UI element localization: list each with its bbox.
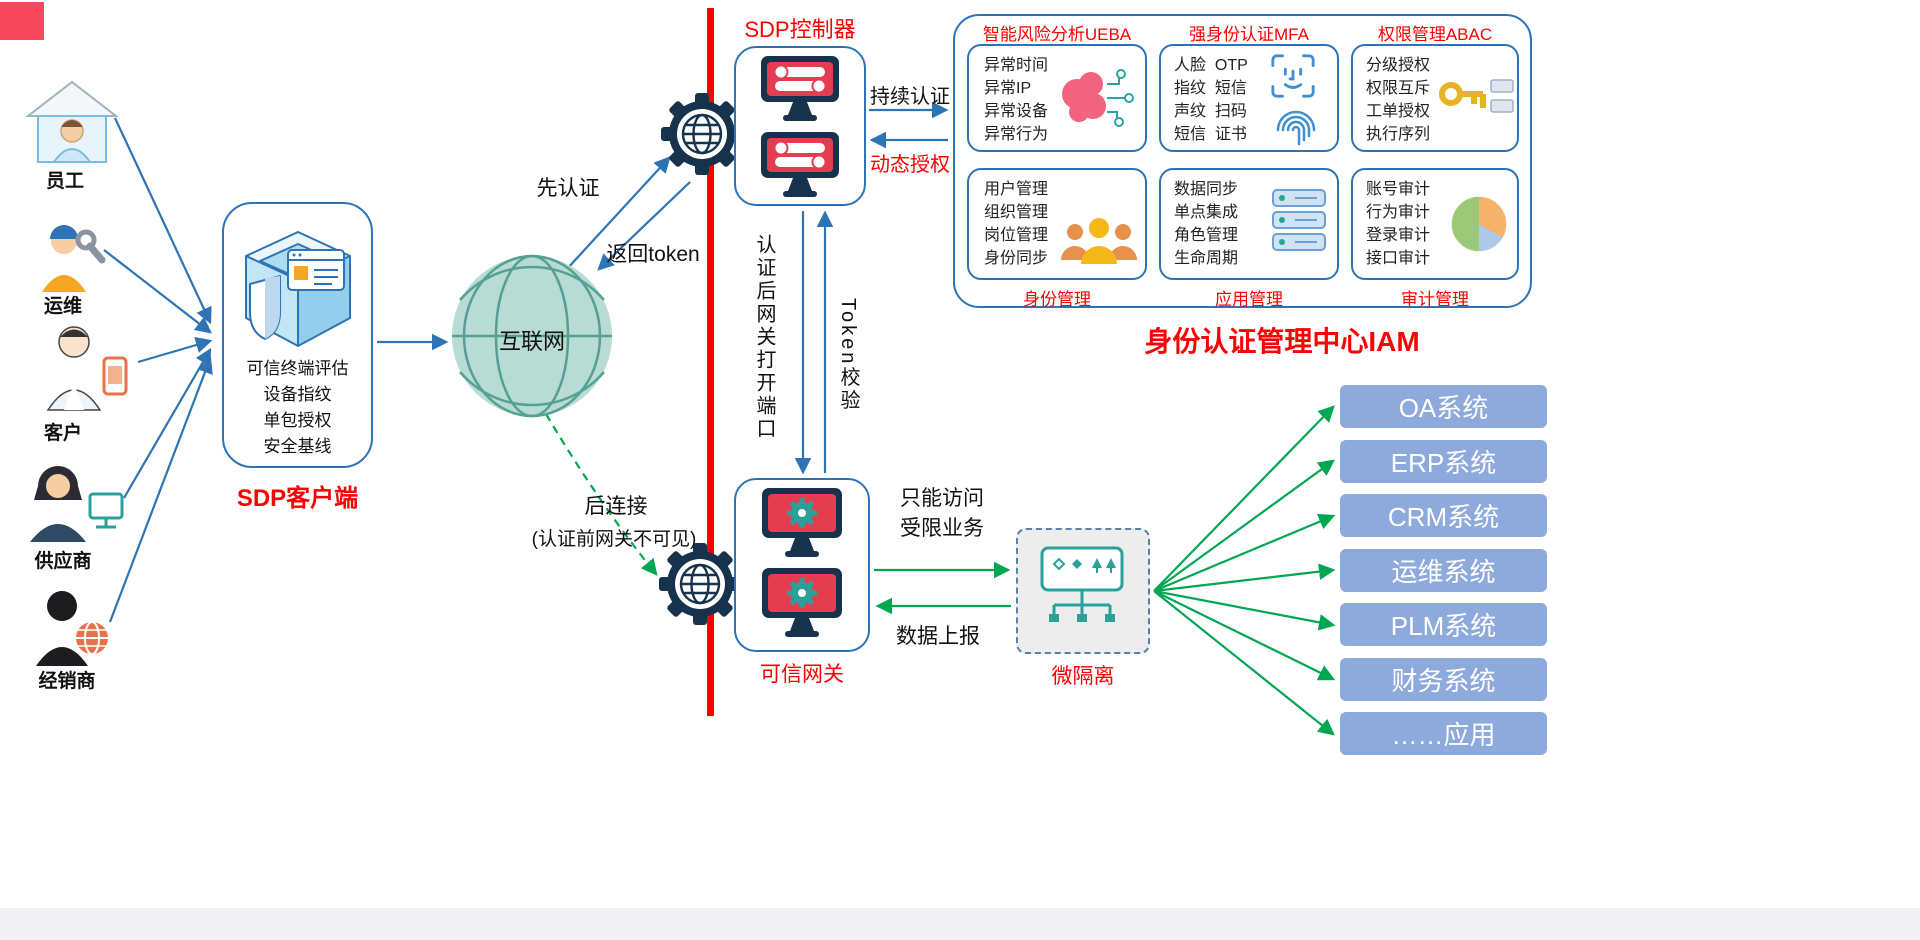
token-check-label: Token校验 bbox=[837, 298, 859, 413]
open-port-label: 认证后网关打开端口 bbox=[753, 234, 775, 441]
system-box-more-apps: ……应用 bbox=[1340, 712, 1547, 755]
restricted-access-label-1: 只能访问 bbox=[900, 487, 984, 510]
connect-later-label: 后连接 bbox=[584, 495, 648, 518]
system-box-finance: 财务系统 bbox=[1340, 658, 1547, 701]
brand-square bbox=[0, 2, 44, 40]
iam-module-mfa: 人脸 OTP 指纹 短信 声纹 扫码 短信 证书 bbox=[1159, 44, 1339, 152]
key-icon bbox=[1439, 79, 1514, 113]
module-item: 异常行为 bbox=[984, 126, 1049, 143]
module-item: 身份同步 bbox=[984, 250, 1049, 267]
internet-globe-icon bbox=[452, 254, 612, 418]
gateway-gear-globe-icon-bottom bbox=[659, 543, 741, 625]
iam-caption-app: 应用管理 bbox=[1215, 290, 1283, 309]
iam-title: 身份认证管理中心IAM bbox=[1144, 326, 1420, 357]
module-item: 角色管理 bbox=[1174, 227, 1239, 244]
employee-house-icon bbox=[26, 80, 118, 163]
gateway-gear-globe-icon-top bbox=[661, 93, 743, 175]
system-box-erp: ERP系统 bbox=[1340, 440, 1547, 483]
module-item: 登录审计 bbox=[1366, 227, 1431, 244]
gateway-monitor-gear-icon bbox=[762, 488, 842, 557]
module-item: 异常IP bbox=[984, 80, 1032, 97]
brain-circuit-icon bbox=[1062, 69, 1134, 127]
microseg-label: 微隔离 bbox=[1051, 665, 1115, 688]
trusted-gateway-label: 可信网关 bbox=[760, 663, 844, 686]
module-item: 生命周期 bbox=[1174, 250, 1239, 267]
system-box-crm: CRM系统 bbox=[1340, 494, 1547, 537]
iam-module-identity: 用户管理 组织管理 岗位管理 身份同步 bbox=[967, 168, 1147, 280]
sdp-client-features: 可信终端评估 设备指纹 单包授权 安全基线 bbox=[222, 356, 373, 460]
iam-module-abac: 分级授权 权限互斥 工单授权 执行序列 bbox=[1351, 44, 1519, 152]
customer-phone-icon bbox=[46, 326, 128, 411]
iam-caption-identity: 身份管理 bbox=[1023, 290, 1091, 309]
module-item: 用户管理 bbox=[984, 181, 1049, 198]
module-item: 行为审计 bbox=[1366, 204, 1431, 221]
iam-module-app: 数据同步 单点集成 角色管理 生命周期 bbox=[1159, 168, 1339, 280]
module-item: 组织管理 bbox=[984, 204, 1049, 221]
dynamic-auth-label: 动态授权 bbox=[870, 154, 950, 176]
user-label-supplier: 供应商 bbox=[34, 551, 92, 572]
connect-later-note: (认证前网关不可见) bbox=[531, 529, 697, 550]
gateway-monitor-gear-icon bbox=[762, 568, 842, 637]
client-feature: 单包授权 bbox=[263, 411, 332, 430]
iam-module-audit: 账号审计 行为审计 登录审计 接口审计 bbox=[1351, 168, 1519, 280]
auth-first-label: 先认证 bbox=[536, 177, 600, 200]
controller-server-icon bbox=[761, 132, 839, 197]
module-item: 异常设备 bbox=[984, 103, 1049, 120]
iam-caption-audit: 审计管理 bbox=[1401, 290, 1469, 309]
supplier-icon bbox=[30, 466, 124, 542]
module-item: 指纹 短信 bbox=[1174, 80, 1247, 97]
fingerprint-icon bbox=[1276, 110, 1316, 146]
user-label-distributor: 经销商 bbox=[38, 671, 96, 692]
module-item: 账号审计 bbox=[1366, 181, 1431, 198]
controller-server-icon bbox=[761, 56, 839, 121]
pie-chart-icon bbox=[1450, 195, 1508, 253]
microseg-network-icon bbox=[1040, 546, 1124, 622]
return-token-label: 返回token bbox=[606, 243, 700, 266]
face-id-icon bbox=[1271, 54, 1315, 98]
client-feature: 安全基线 bbox=[263, 437, 332, 456]
restricted-access-label-2: 受限业务 bbox=[900, 517, 984, 540]
module-item: 声纹 扫码 bbox=[1174, 103, 1247, 120]
iam-module-title-ueba: 智能风险分析UEBA bbox=[982, 25, 1132, 44]
user-label-customer: 客户 bbox=[43, 423, 82, 444]
client-feature: 可信终端评估 bbox=[246, 359, 349, 378]
module-item: 短信 证书 bbox=[1174, 126, 1247, 143]
sdp-client-label: SDP客户端 bbox=[236, 485, 359, 512]
iam-module-title-mfa: 强身份认证MFA bbox=[1189, 25, 1309, 44]
people-icon bbox=[1061, 218, 1137, 264]
user-label-ops: 运维 bbox=[43, 296, 82, 317]
module-item: 工单授权 bbox=[1366, 103, 1431, 120]
ops-worker-icon bbox=[42, 225, 106, 292]
iam-module-ueba: 异常时间 异常IP 异常设备 异常行为 bbox=[967, 44, 1147, 152]
data-report-label: 数据上报 bbox=[896, 625, 980, 648]
perimeter-red-line bbox=[707, 8, 714, 716]
module-item: 分级授权 bbox=[1366, 57, 1431, 74]
user-label-employee: 员工 bbox=[45, 171, 84, 192]
iam-module-title-abac: 权限管理ABAC bbox=[1377, 25, 1493, 44]
module-item: 数据同步 bbox=[1174, 181, 1239, 198]
system-box-ops: 运维系统 bbox=[1340, 549, 1547, 592]
client-feature: 设备指纹 bbox=[263, 385, 332, 404]
module-item: 单点集成 bbox=[1174, 204, 1239, 221]
module-item: 权限互斥 bbox=[1366, 80, 1431, 97]
module-item: 执行序列 bbox=[1366, 126, 1431, 143]
system-box-oa: OA系统 bbox=[1340, 385, 1547, 428]
sdp-client-shield-box-icon bbox=[245, 231, 351, 347]
module-item: 异常时间 bbox=[984, 57, 1049, 74]
module-item: 岗位管理 bbox=[984, 227, 1049, 244]
internet-label: 互联网 bbox=[498, 329, 565, 354]
module-item: 接口审计 bbox=[1366, 250, 1431, 267]
module-item: 人脸 OTP bbox=[1174, 57, 1248, 74]
system-box-plm: PLM系统 bbox=[1340, 603, 1547, 646]
continuous-auth-label: 持续认证 bbox=[870, 86, 950, 108]
server-stack-icon bbox=[1272, 189, 1326, 251]
distributor-globe-icon bbox=[36, 591, 108, 666]
sdp-controller-label: SDP控制器 bbox=[744, 17, 856, 42]
bottom-strip bbox=[0, 908, 1920, 940]
